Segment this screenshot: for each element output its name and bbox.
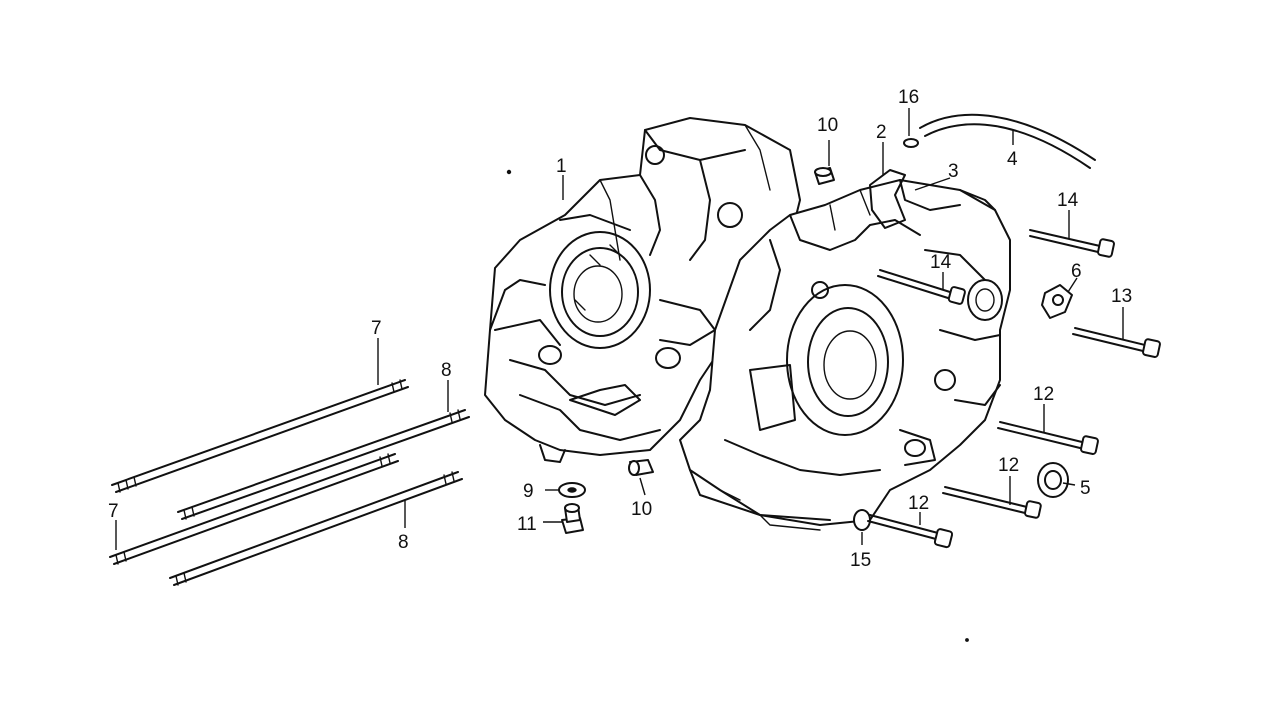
callout-1: 1 — [556, 156, 567, 177]
bolt-12-upper — [997, 421, 1099, 455]
clip-6 — [1041, 284, 1073, 319]
left-crankcase-half — [484, 117, 801, 463]
callout-15: 15 — [850, 550, 871, 571]
callout-5: 5 — [1080, 478, 1091, 499]
callout-13: 13 — [1111, 286, 1132, 307]
stud-upper-8 — [177, 409, 470, 520]
washer-9 — [558, 482, 586, 498]
oil-seal-5 — [1037, 462, 1069, 498]
callout-11: 11 — [517, 514, 537, 535]
gasket-2 — [869, 169, 906, 229]
callout-7-lower: 7 — [108, 501, 119, 522]
stud-bolts — [109, 379, 470, 586]
drain-bolt-11 — [561, 503, 584, 534]
dowel-pin-10-lower — [628, 459, 654, 476]
scan-speck — [506, 169, 512, 175]
bolt-14-upper — [1029, 229, 1115, 258]
callout-16: 16 — [898, 87, 919, 108]
stud-lower-8 — [169, 471, 463, 586]
seal-15 — [853, 509, 871, 531]
callout-12-upper: 12 — [1033, 384, 1054, 405]
right-crankcase-half — [679, 179, 1011, 531]
stud-lower-7 — [109, 453, 399, 565]
dowel-pin-10-upper — [814, 167, 835, 185]
callout-9: 9 — [523, 481, 534, 502]
callout-10-lower: 10 — [631, 499, 652, 520]
callout-6: 6 — [1071, 261, 1082, 282]
callout-8-upper: 8 — [441, 360, 452, 381]
breather-tube-4 — [919, 113, 1096, 169]
callout-14-upper: 14 — [1057, 190, 1079, 211]
callout-3: 3 — [948, 161, 959, 182]
callout-8-lower: 8 — [398, 532, 409, 553]
callout-12-lower: 12 — [908, 493, 929, 514]
stud-upper-7 — [111, 379, 409, 493]
oring-16 — [903, 138, 919, 148]
callout-12-middle: 12 — [998, 455, 1019, 476]
bolt-12-middle — [942, 486, 1042, 519]
callout-labels: 1 2 3 4 5 6 7 7 8 8 9 10 10 11 12 12 12 … — [108, 87, 1132, 571]
bolt-12-lower — [867, 514, 954, 549]
bolt-13 — [1072, 327, 1161, 358]
callout-2: 2 — [876, 122, 887, 143]
callout-4: 4 — [1007, 149, 1018, 170]
callout-10-upper: 10 — [817, 115, 838, 136]
callout-7-upper: 7 — [371, 318, 382, 339]
scan-speck — [965, 638, 969, 642]
callout-14-lower: 14 — [930, 252, 952, 273]
bolt-14-lower — [877, 269, 966, 305]
leader-lines — [115, 108, 1124, 550]
